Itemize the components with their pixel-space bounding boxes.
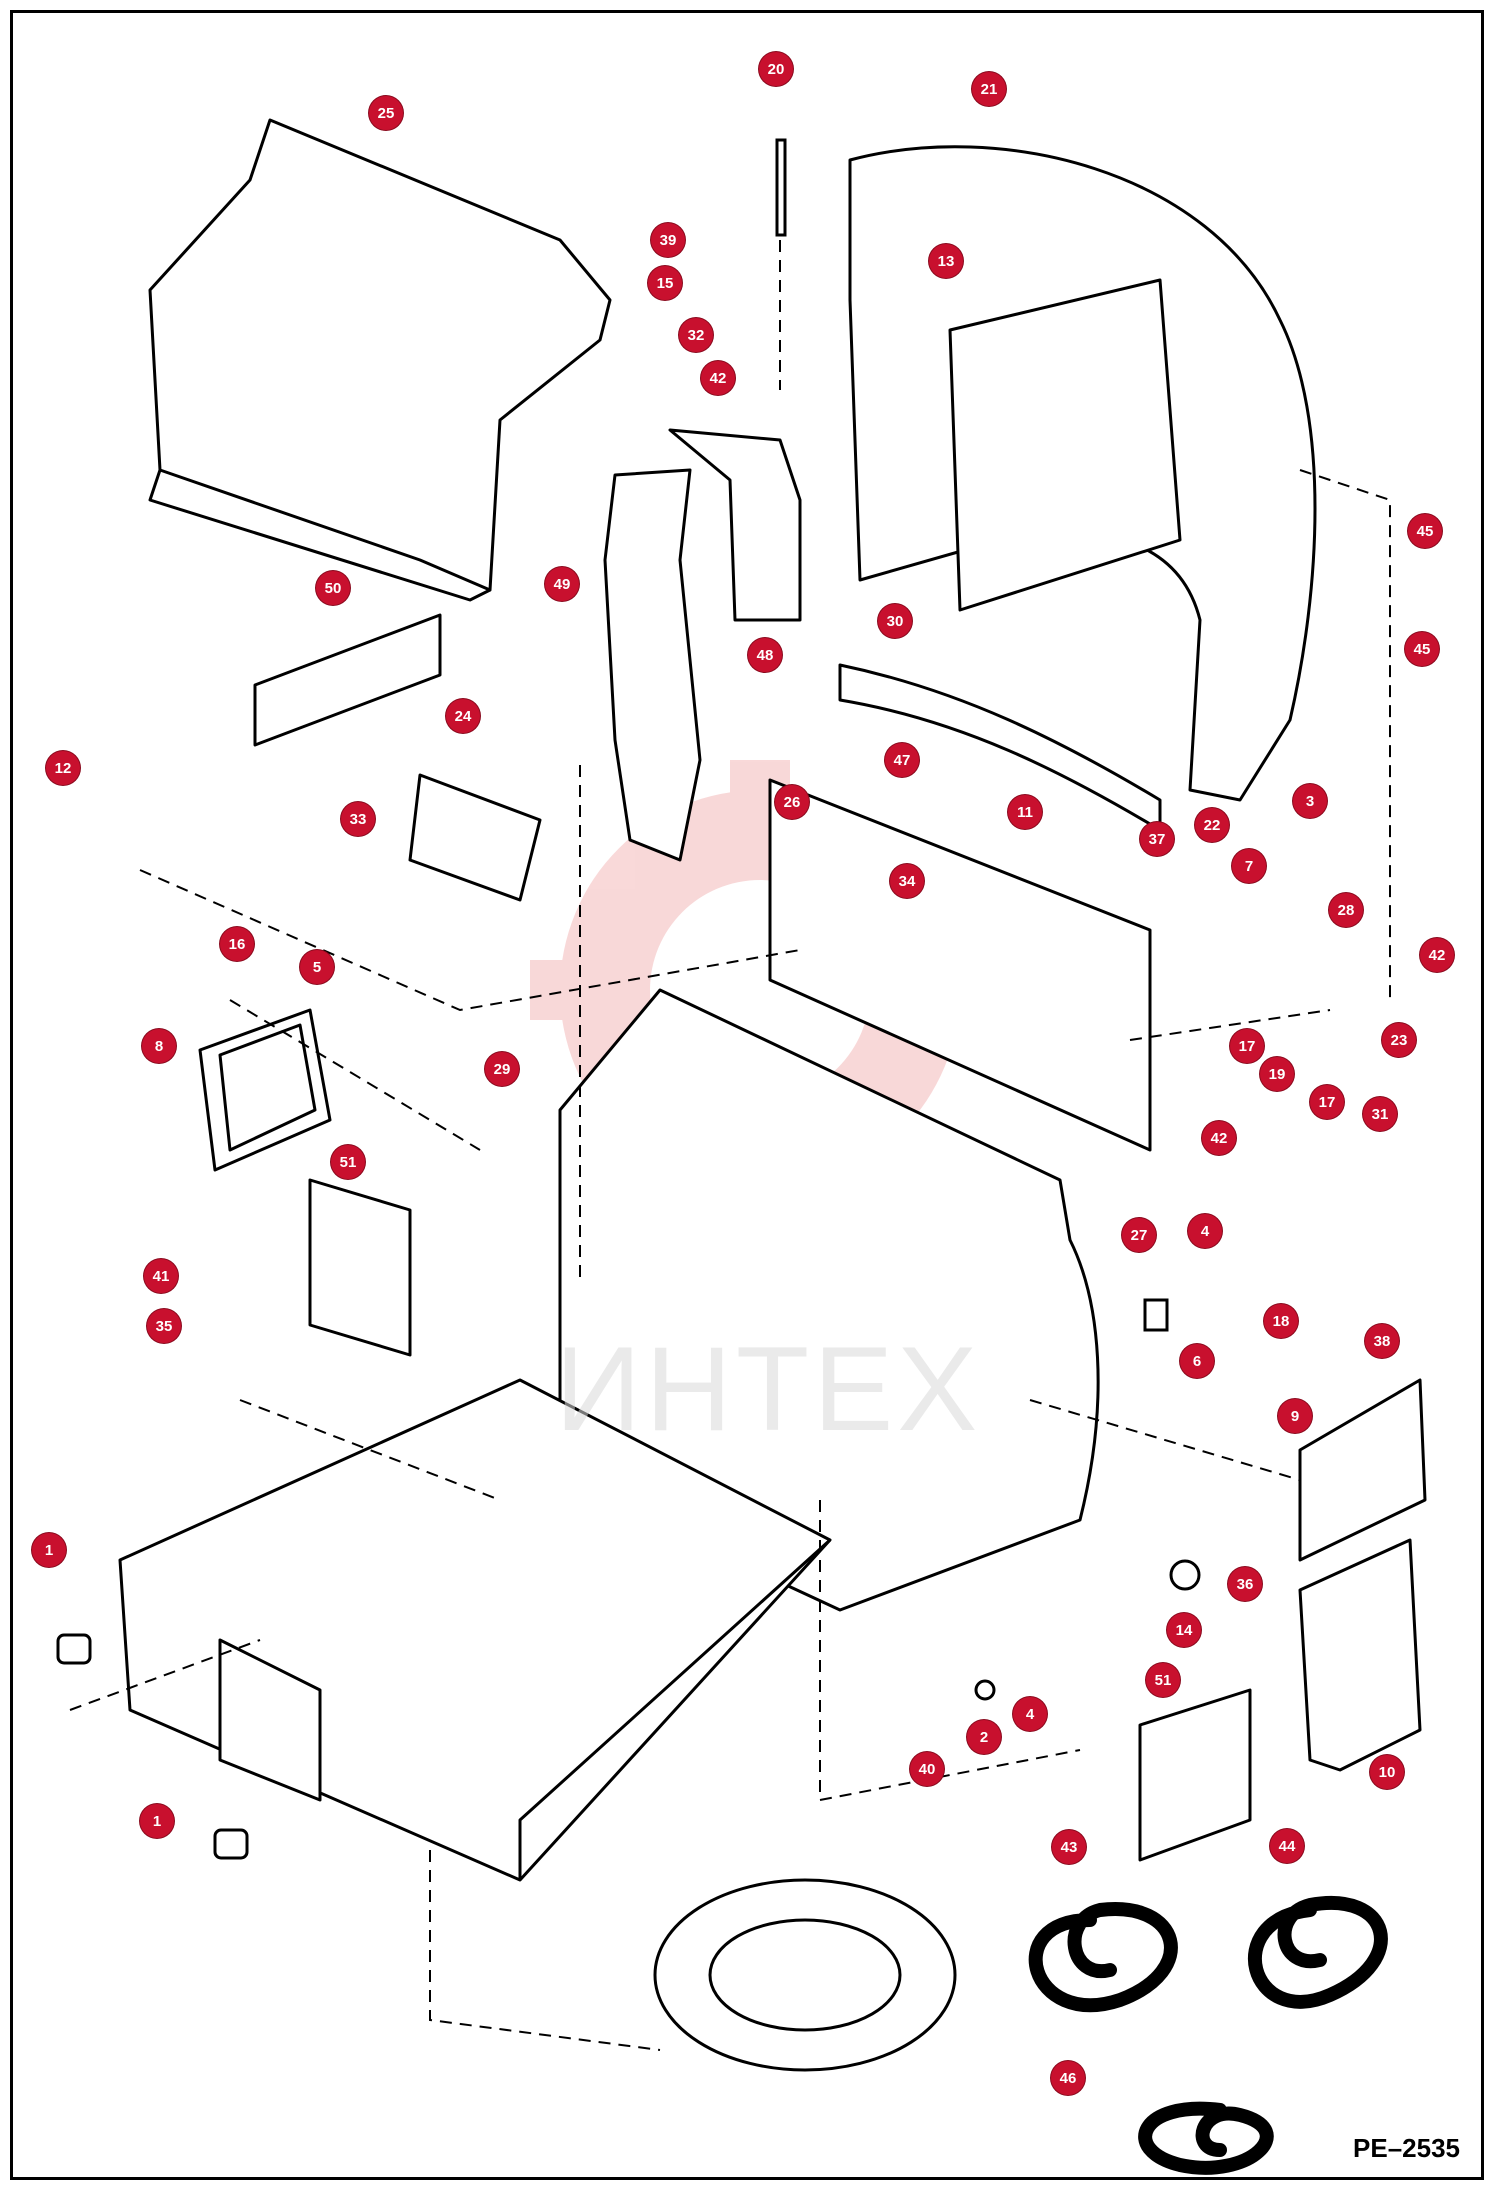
rail-47 (838, 663, 1162, 832)
callout-21[interactable]: 21 (972, 72, 1006, 106)
pad-left (308, 1178, 412, 1357)
callout-16[interactable]: 16 (220, 927, 254, 961)
callout-4[interactable]: 4 (1013, 1697, 1047, 1731)
callout-20[interactable]: 20 (759, 52, 793, 86)
callout-41[interactable]: 41 (144, 1259, 178, 1293)
callout-17[interactable]: 17 (1310, 1085, 1344, 1119)
callout-51[interactable]: 51 (1146, 1663, 1180, 1697)
callout-43[interactable]: 43 (1052, 1830, 1086, 1864)
callout-8[interactable]: 8 (142, 1029, 176, 1063)
callout-39[interactable]: 39 (651, 223, 685, 257)
callout-46[interactable]: 46 (1051, 2061, 1085, 2095)
rubber-mount-14 (1169, 1559, 1201, 1591)
callout-42[interactable]: 42 (1202, 1121, 1236, 1155)
callout-28[interactable]: 28 (1329, 893, 1363, 927)
callout-23[interactable]: 23 (1382, 1023, 1416, 1057)
callout-34[interactable]: 34 (890, 864, 924, 898)
diagram-id-label: PE–2535 (1353, 2133, 1460, 2163)
callout-3[interactable]: 3 (1293, 784, 1327, 818)
callout-10[interactable]: 10 (1370, 1755, 1404, 1789)
bushing-1-top (56, 1633, 92, 1665)
callout-13[interactable]: 13 (929, 244, 963, 278)
callout-32[interactable]: 32 (679, 318, 713, 352)
callout-17[interactable]: 17 (1230, 1029, 1264, 1063)
callout-14[interactable]: 14 (1167, 1613, 1201, 1647)
callout-15[interactable]: 15 (648, 266, 682, 300)
callout-45[interactable]: 45 (1405, 632, 1439, 666)
pad-48 (668, 428, 802, 622)
bushing-1-bottom (213, 1828, 249, 1860)
diagram-frame (10, 10, 1484, 2180)
callout-22[interactable]: 22 (1195, 808, 1229, 842)
callout-12[interactable]: 12 (46, 751, 80, 785)
callout-7[interactable]: 7 (1232, 849, 1266, 883)
washer-2 (974, 1679, 996, 1701)
callout-49[interactable]: 49 (545, 567, 579, 601)
plate-27 (1143, 1298, 1169, 1332)
callout-5[interactable]: 5 (300, 950, 334, 984)
callout-50[interactable]: 50 (316, 571, 350, 605)
top-cover (148, 118, 612, 592)
hose-46 (1138, 2101, 1274, 2175)
pin-20 (775, 138, 787, 237)
callout-38[interactable]: 38 (1365, 1324, 1399, 1358)
hose-43 (1028, 1902, 1178, 2013)
callout-18[interactable]: 18 (1264, 1304, 1298, 1338)
callout-47[interactable]: 47 (885, 743, 919, 777)
side-sheet (768, 778, 1152, 1152)
callout-1[interactable]: 1 (32, 1533, 66, 1567)
callout-42[interactable]: 42 (701, 361, 735, 395)
callout-42[interactable]: 42 (1420, 938, 1454, 972)
callout-40[interactable]: 40 (910, 1752, 944, 1786)
side-panel-49 (603, 468, 702, 862)
panel-9 (1298, 1378, 1427, 1562)
callout-4[interactable]: 4 (1188, 1214, 1222, 1248)
callout-1[interactable]: 1 (140, 1804, 174, 1838)
callout-36[interactable]: 36 (1228, 1567, 1262, 1601)
callout-25[interactable]: 25 (369, 96, 403, 130)
callout-11[interactable]: 11 (1008, 795, 1042, 829)
callout-44[interactable]: 44 (1270, 1829, 1304, 1863)
hose-44 (1247, 1896, 1388, 2009)
callout-45[interactable]: 45 (1408, 514, 1442, 548)
callout-33[interactable]: 33 (341, 802, 375, 836)
callout-19[interactable]: 19 (1260, 1057, 1294, 1091)
callout-2[interactable]: 2 (967, 1720, 1001, 1754)
callout-27[interactable]: 27 (1122, 1218, 1156, 1252)
callout-24[interactable]: 24 (446, 699, 480, 733)
bracket-plate-24 (408, 773, 542, 902)
callout-31[interactable]: 31 (1363, 1097, 1397, 1131)
callout-37[interactable]: 37 (1140, 822, 1174, 856)
callout-35[interactable]: 35 (147, 1309, 181, 1343)
callout-51[interactable]: 51 (331, 1145, 365, 1179)
panel-10 (1298, 1538, 1422, 1772)
callout-26[interactable]: 26 (775, 785, 809, 819)
watermark-text: ИНТЕХ (555, 1322, 982, 1456)
callout-48[interactable]: 48 (748, 638, 782, 672)
callout-29[interactable]: 29 (485, 1052, 519, 1086)
callout-6[interactable]: 6 (1180, 1344, 1214, 1378)
pad-right (1138, 1688, 1252, 1862)
foam-block (253, 613, 442, 747)
callout-9[interactable]: 9 (1278, 1399, 1312, 1433)
main-housing (558, 988, 1100, 1612)
callout-30[interactable]: 30 (878, 604, 912, 638)
